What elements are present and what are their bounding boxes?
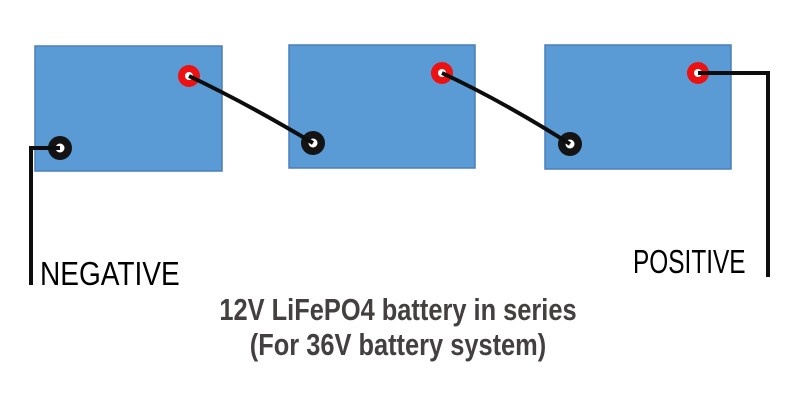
- caption-line-2: (For 36V battery system): [250, 328, 546, 363]
- caption-line-1: 12V LiFePO4 battery in series: [219, 293, 576, 328]
- wire-positive-lead: [698, 71, 770, 277]
- wire-negative-lead: [29, 146, 60, 285]
- positive-label: POSITIVE: [633, 245, 746, 281]
- wire-battery2-to-battery3: [441, 71, 572, 146]
- wire-battery1-to-battery2: [188, 74, 315, 145]
- negative-label: NEGATIVE: [40, 256, 180, 293]
